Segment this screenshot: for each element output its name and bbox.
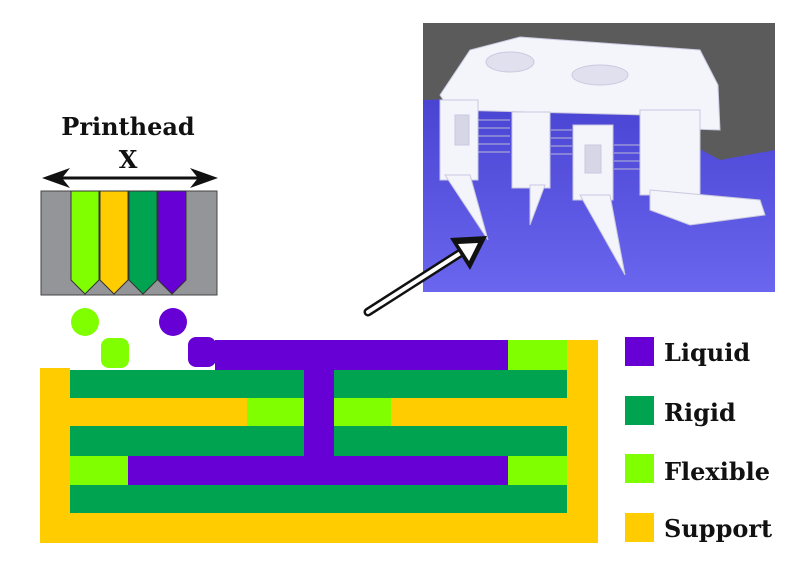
support-layer-2-right: [391, 398, 567, 426]
x-axis-double-arrow: [42, 168, 218, 188]
pointer-arrow: [363, 236, 487, 317]
legend-label-liquid: Liquid: [664, 338, 750, 367]
flexible-layer-4-right: [508, 456, 567, 485]
legend-swatch-liquid: [625, 337, 654, 366]
rigid-layer-1-left: [70, 370, 304, 398]
support-frame: [40, 340, 598, 543]
nozzle-rigid: [128, 190, 158, 295]
flexible-layer-4-left: [70, 456, 128, 485]
legend-label-flexible: Flexible: [664, 457, 770, 486]
legend-swatch-flexible: [625, 454, 654, 483]
rigid-layer-3-left: [70, 426, 304, 456]
printhead-nozzles: [70, 190, 187, 295]
legend-swatch-support: [625, 513, 654, 542]
legend: Liquid Rigid Flexible Support: [625, 337, 772, 543]
flexible-layer-2-left: [247, 398, 304, 426]
rigid-layer-3-right: [334, 426, 567, 456]
axis-x-label: X: [119, 145, 138, 174]
flexible-top-right: [508, 340, 567, 370]
droplet-flexible-landed: [101, 338, 129, 368]
rigid-layer-1-right: [334, 370, 567, 398]
droplet-flexible: [71, 308, 99, 336]
droplet-liquid-landed: [188, 337, 216, 367]
nozzle-liquid: [157, 190, 187, 295]
liquid-vertical-channel: [304, 368, 334, 456]
flexible-layer-2-right: [334, 398, 391, 426]
rigid-layer-5: [70, 485, 567, 513]
nozzle-flexible: [70, 190, 100, 295]
legend-swatch-rigid: [625, 396, 654, 425]
liquid-bottom-channel: [128, 456, 508, 485]
droplet-liquid: [159, 308, 187, 336]
robot-illustration: [439, 36, 766, 276]
liquid-top-channel: [215, 340, 508, 370]
printhead-title: Printhead: [61, 112, 195, 141]
robot-photo: [423, 23, 775, 292]
support-layer-2-left: [70, 398, 247, 426]
printed-layers: [40, 340, 598, 543]
legend-label-support: Support: [664, 514, 772, 543]
nozzle-support: [99, 190, 129, 295]
legend-label-rigid: Rigid: [664, 398, 736, 427]
